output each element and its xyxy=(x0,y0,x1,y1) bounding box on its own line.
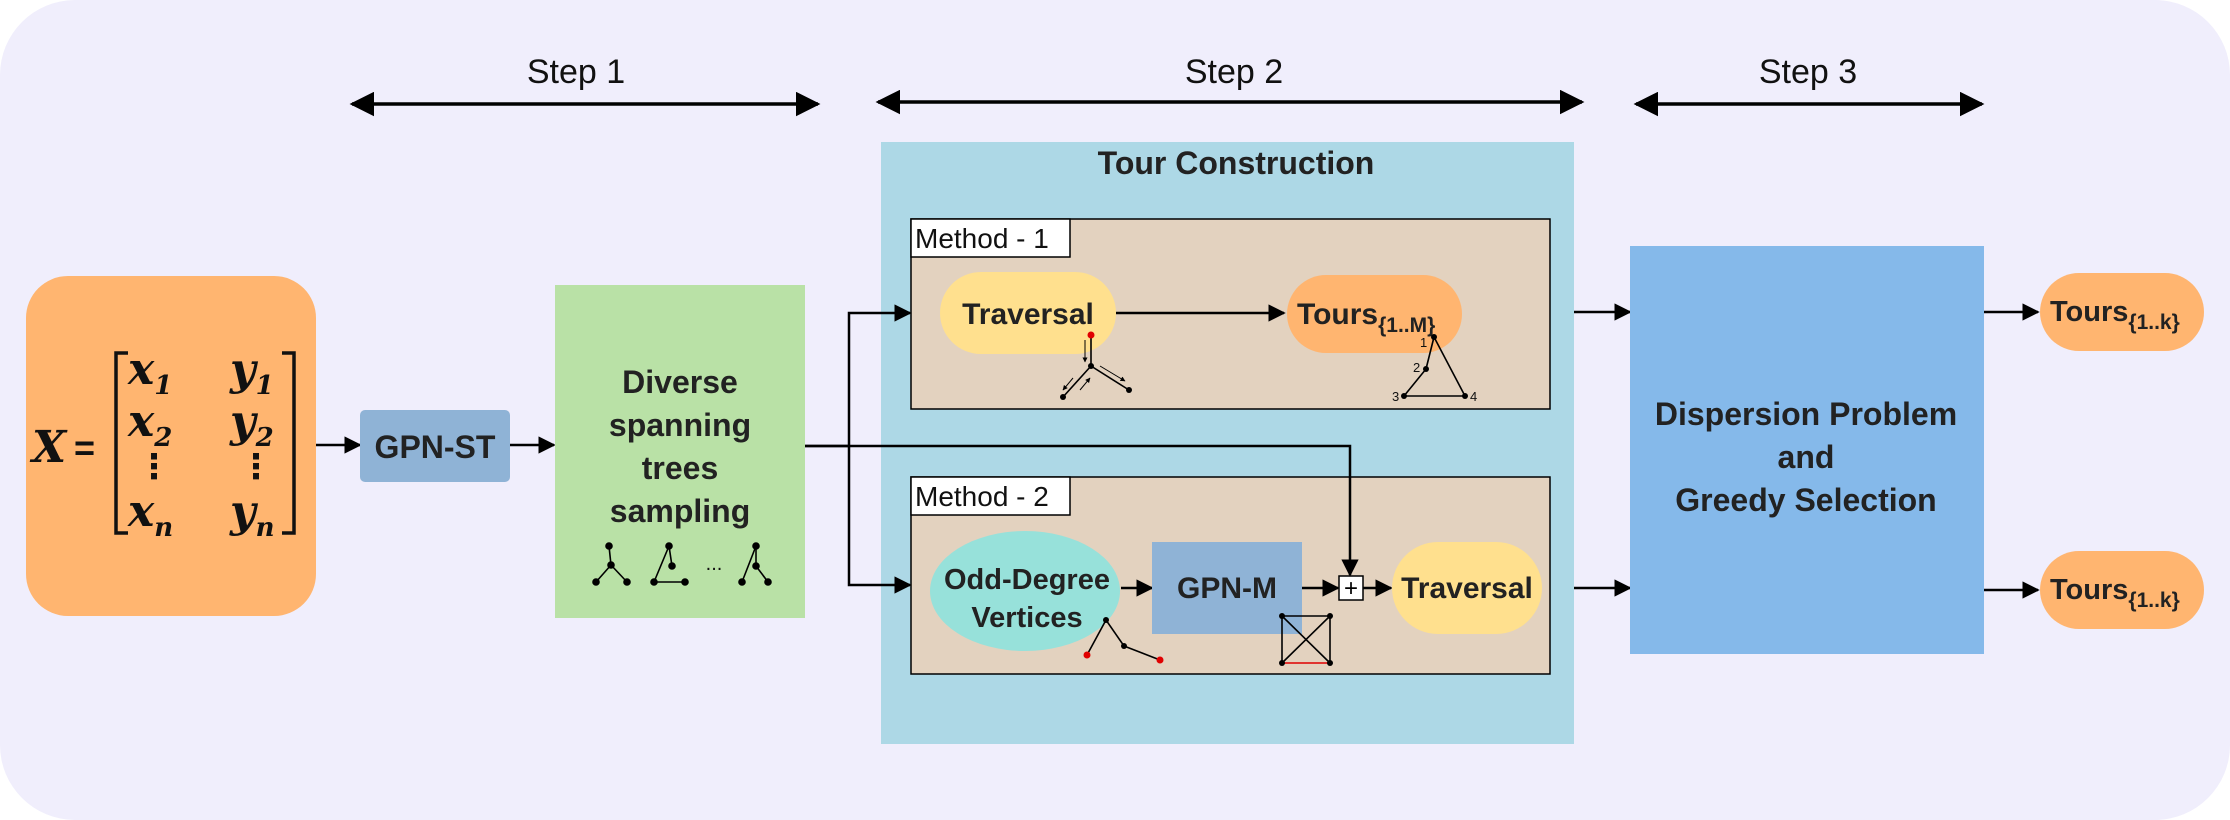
arrow-sampling-to-plus xyxy=(805,444,1359,577)
tour-construction-title: Tour Construction xyxy=(1098,145,1375,181)
tour-node-3: 3 xyxy=(1392,389,1399,404)
output-tours-top: Tours{1..k} xyxy=(2040,273,2204,351)
sampling-line-3: trees xyxy=(642,450,719,486)
svg-text:⋮: ⋮ xyxy=(239,448,273,486)
gpn-st-box: GPN-ST xyxy=(360,410,510,482)
selection-line-3: Greedy Selection xyxy=(1675,482,1936,518)
svg-text:Vertices: Vertices xyxy=(971,602,1082,634)
svg-text:y1: y1 xyxy=(229,344,274,401)
gpn-st-label: GPN-ST xyxy=(375,429,496,465)
svg-text:xn: xn xyxy=(127,486,173,543)
svg-text:y2: y2 xyxy=(229,396,274,453)
selection-box: Dispersion Problem and Greedy Selection xyxy=(1630,246,1984,654)
spanning-tree-sample-1 xyxy=(592,542,631,586)
odd-degree-tree-glyph xyxy=(1083,617,1164,664)
selection-line-2: and xyxy=(1778,439,1835,475)
sampling-ellipsis: ... xyxy=(706,553,723,575)
method-1-traversal: Traversal xyxy=(940,272,1116,354)
step-1-header: Step 1 xyxy=(349,53,821,117)
svg-text:Traversal: Traversal xyxy=(1401,572,1533,605)
svg-text:+: + xyxy=(1344,575,1358,602)
method-1-box: Method - 1 Traversal Tours{1..M} xyxy=(910,218,1551,410)
step-2-header: Step 2 xyxy=(875,53,1585,115)
odd-degree-vertices-node: Odd-Degree Vertices xyxy=(930,531,1120,651)
sampling-line-4: sampling xyxy=(610,493,750,529)
sampling-line-2: spanning xyxy=(609,407,751,443)
input-symbol: X xyxy=(29,422,68,473)
step-3-label: Step 3 xyxy=(1759,53,1857,91)
svg-text:Tours{1..k}: Tours{1..k} xyxy=(2050,574,2180,612)
step-1-label: Step 1 xyxy=(527,53,625,91)
arrow-sampling-to-method-2 xyxy=(847,446,912,594)
method-2-traversal: Traversal xyxy=(1392,542,1542,634)
method-2-tag xyxy=(910,476,1071,516)
svg-text:yn: yn xyxy=(229,486,274,543)
matrix-left-bracket xyxy=(114,351,128,535)
svg-text:⋮: ⋮ xyxy=(137,448,171,486)
matrix-row-1: x1 y1 xyxy=(127,344,274,401)
matrix-row-n: xn yn xyxy=(127,486,274,543)
tour-node-1: 1 xyxy=(1420,335,1427,350)
svg-text:Odd-Degree: Odd-Degree xyxy=(944,564,1110,596)
output-tours-bottom: Tours{1..k} xyxy=(2040,551,2204,629)
sampling-line-1: Diverse xyxy=(622,364,738,400)
spanning-tree-sample-2 xyxy=(650,542,689,586)
svg-text:x1: x1 xyxy=(127,344,172,401)
step-3-header: Step 3 xyxy=(1633,53,1985,117)
traversal-tree-glyph xyxy=(1060,331,1132,400)
tour-node-2: 2 xyxy=(1413,360,1420,375)
method-2-label: Method - 2 xyxy=(915,481,1049,512)
svg-text:x2: x2 xyxy=(127,396,172,453)
svg-text:GPN-M: GPN-M xyxy=(1177,572,1277,605)
tour-graph-glyph: 1 2 3 4 xyxy=(1392,334,1477,404)
method-1-tours: Tours{1..M} xyxy=(1287,275,1462,353)
input-equals: = xyxy=(74,427,95,468)
input-matrix-box: X = x1 y1 x2 y2 ⋮ ⋮ xn yn xyxy=(26,276,316,616)
sampling-box: Diverse spanning trees sampling ... xyxy=(555,285,805,618)
matching-graph-glyph xyxy=(1279,613,1333,666)
matrix-row-dots: ⋮ ⋮ xyxy=(137,448,273,486)
step-2-label: Step 2 xyxy=(1185,53,1283,91)
matrix-right-bracket xyxy=(282,351,296,535)
svg-text:Tours{1..M}: Tours{1..M} xyxy=(1297,298,1435,337)
method-1-tag xyxy=(910,218,1071,258)
gpn-m-box: GPN-M xyxy=(1152,542,1302,634)
svg-text:Tours{1..k}: Tours{1..k} xyxy=(2050,296,2180,334)
selection-line-1: Dispersion Problem xyxy=(1655,396,1957,432)
svg-text:Traversal: Traversal xyxy=(962,298,1094,331)
tour-node-4: 4 xyxy=(1470,389,1477,404)
matrix-row-2: x2 y2 xyxy=(127,396,274,453)
method-2-box: Method - 2 Odd-Degree Vertices GPN-M xyxy=(910,476,1551,675)
plus-combine-node: + xyxy=(1338,575,1364,602)
method-1-label: Method - 1 xyxy=(915,223,1049,254)
spanning-tree-sample-3 xyxy=(738,542,772,586)
